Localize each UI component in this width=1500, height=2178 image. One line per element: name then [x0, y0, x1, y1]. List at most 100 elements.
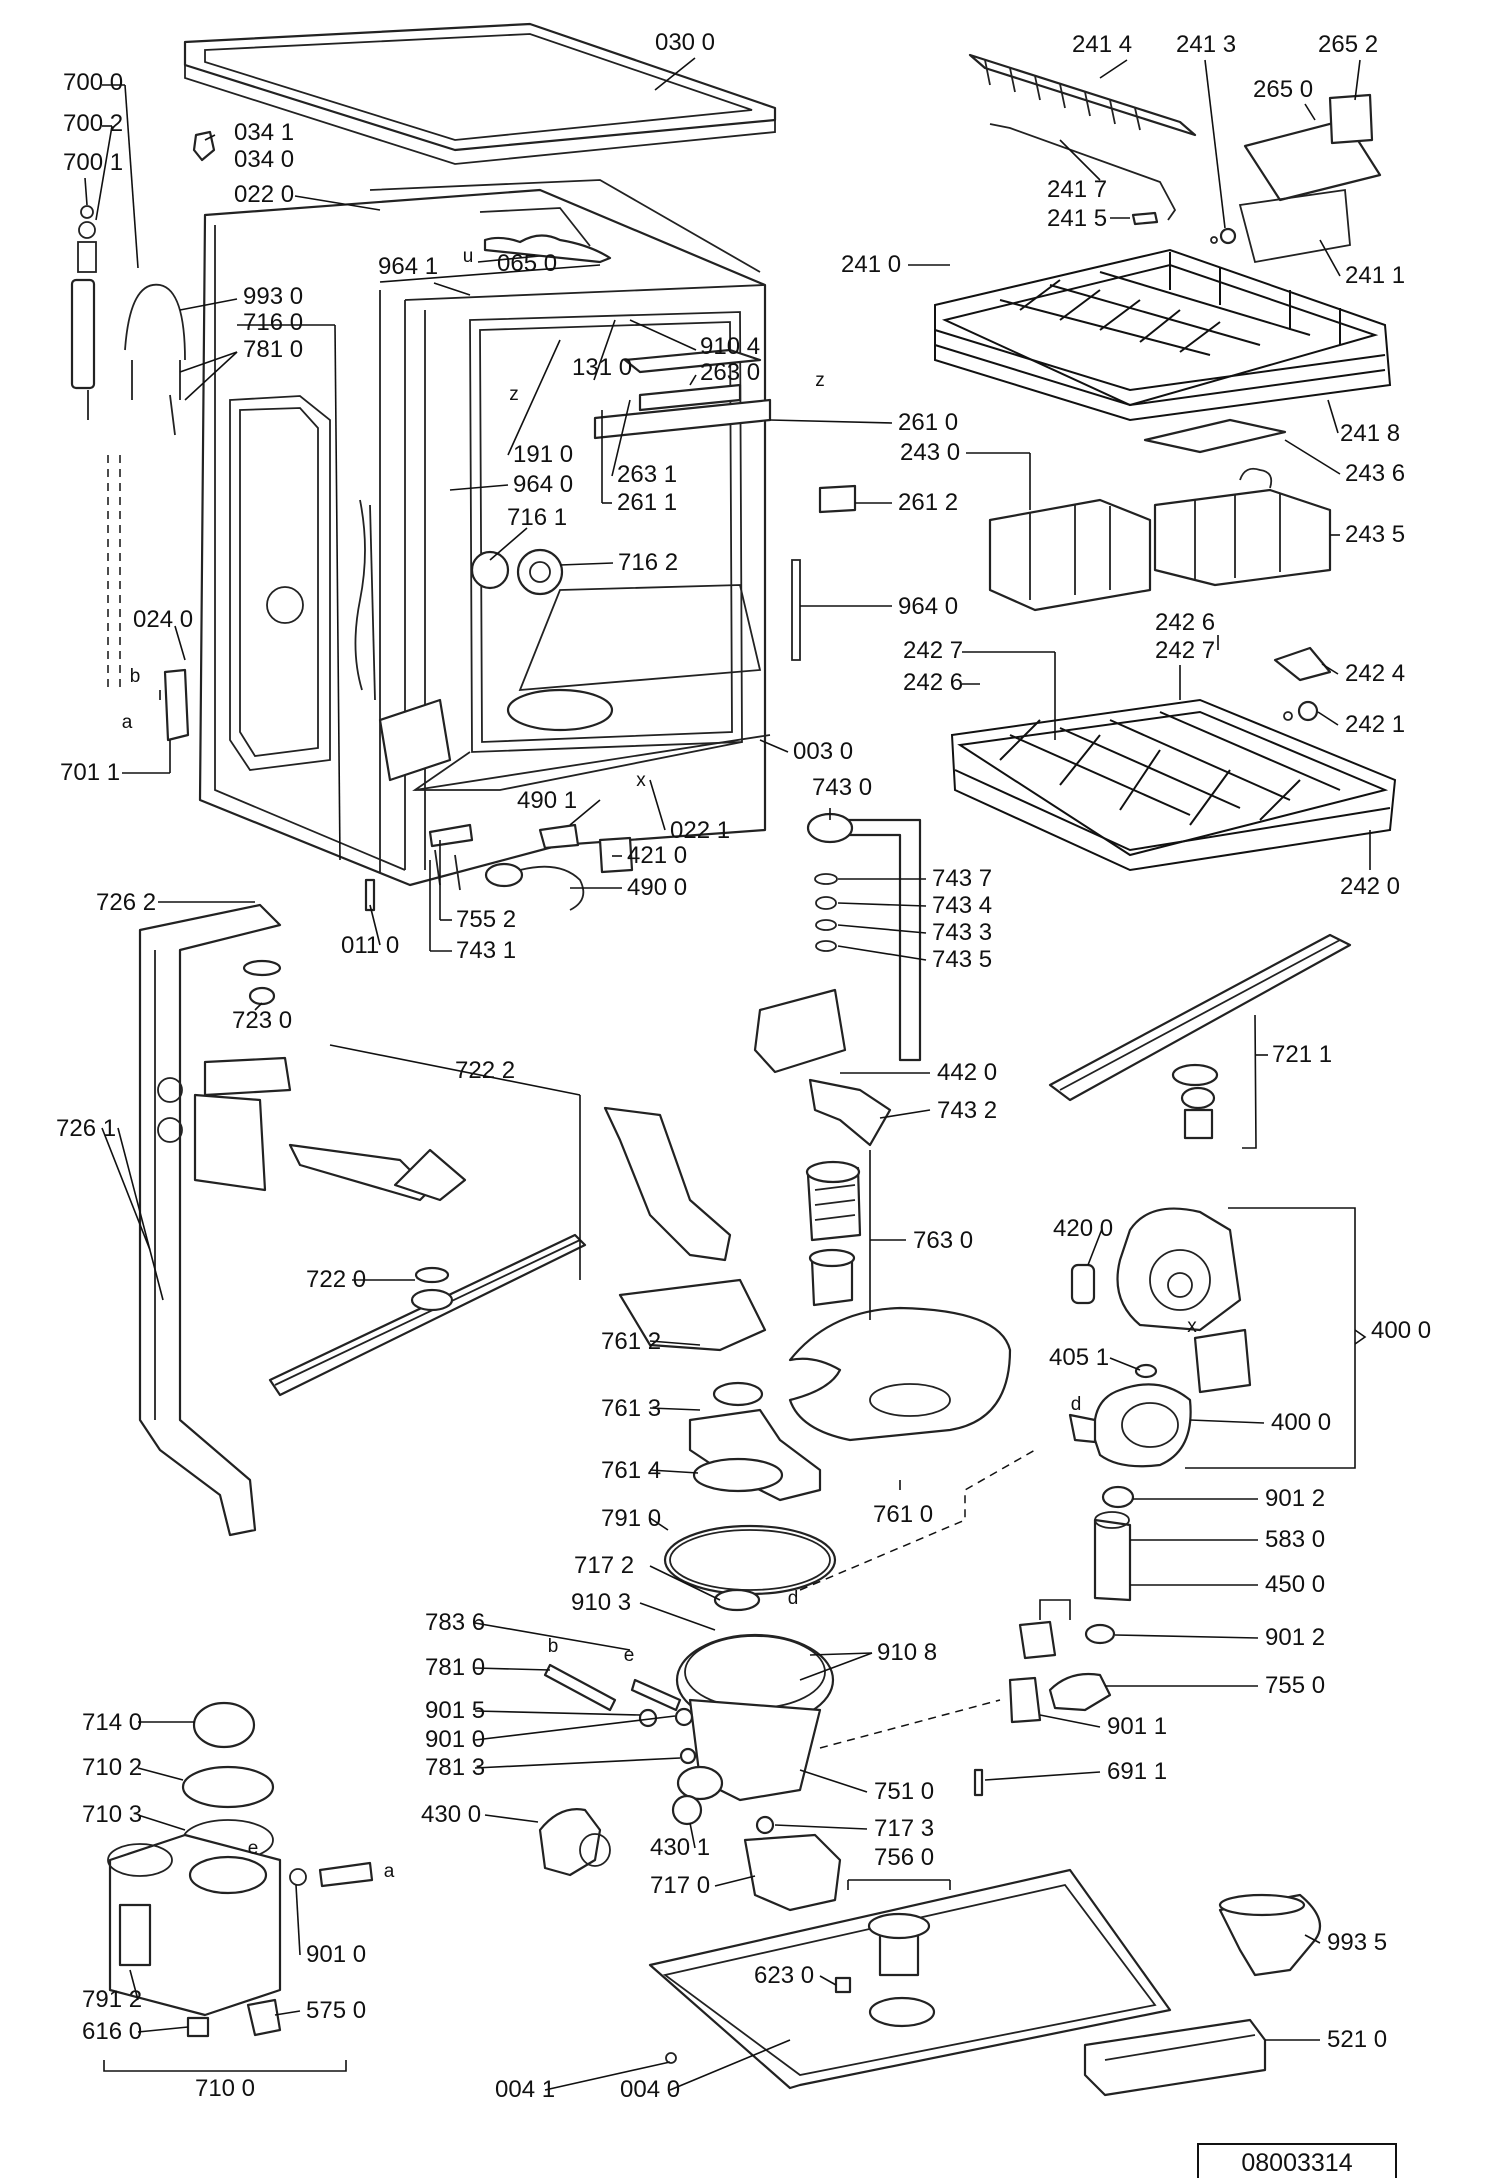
part-callout-c-7912: 791 2: [82, 1986, 142, 2013]
part-callout-c-7002: 700 2: [63, 110, 123, 137]
part-callout-c-6911: 691 1: [1107, 1758, 1167, 1785]
tine-insert-part: [968, 53, 1382, 264]
part-callout-c-0041: 004 1: [495, 2076, 555, 2103]
part-callout-c-7140: 714 0: [82, 1709, 142, 1736]
part-callout-c-2415: 241 5: [1047, 205, 1107, 232]
part-callout-c-0030: 003 0: [793, 738, 853, 765]
part-callout-c-7211: 721 1: [1272, 1041, 1332, 1068]
part-callout-c-9015: 901 5: [425, 1697, 485, 1724]
part-callout-c-4051: 405 1: [1049, 1344, 1109, 1371]
part-callout-c-4000b: 400 0: [1271, 1409, 1331, 1436]
part-callout-c-9012a: 901 2: [1265, 1485, 1325, 1512]
part-callout-c-4210: 421 0: [627, 842, 687, 869]
part-callout-c-2652: 265 2: [1318, 31, 1378, 58]
part-callout-c-9640b: 964 0: [898, 593, 958, 620]
part-callout-c-9930: 993 0: [243, 283, 303, 310]
part-callout-c-7836: 783 6: [425, 1609, 485, 1636]
part-callout-c-4900: 490 0: [627, 874, 687, 901]
part-callout-c-0040: 004 0: [620, 2076, 680, 2103]
part-callout-c-2612: 261 2: [898, 489, 958, 516]
part-callout-c-9641a: 964 1: [378, 253, 438, 280]
part-callout-c-7434: 743 4: [932, 892, 992, 919]
part-callout-c-0340: 034 0: [234, 146, 294, 173]
cutlery-basket-part: [988, 418, 1332, 612]
part-callout-c-7173: 717 3: [874, 1815, 934, 1842]
part-callout-c-7261: 726 1: [56, 1115, 116, 1142]
part-callout-c-0220: 022 0: [234, 181, 294, 208]
part-callout-c-7435: 743 5: [932, 946, 992, 973]
part-callout-c-7000: 700 0: [63, 69, 123, 96]
part-callout-c-9010b: 901 0: [306, 1941, 366, 1968]
part-callout-c-6230: 623 0: [754, 1962, 814, 1989]
part-callout-c-7100: 710 0: [195, 2075, 255, 2102]
part-callout-c-2411: 241 1: [1345, 262, 1405, 289]
part-callout-c-9103: 910 3: [571, 1589, 631, 1616]
part-callout-c-0221: 022 1: [670, 817, 730, 844]
part-callout-c-1910: 191 0: [513, 441, 573, 468]
part-callout-c-7610: 761 0: [873, 1501, 933, 1528]
part-callout-c-9012b: 901 2: [1265, 1624, 1325, 1651]
part-callout-c-7430: 743 0: [812, 774, 872, 801]
part-callout-c-9108: 910 8: [877, 1639, 937, 1666]
part-callout-c-2430: 243 0: [900, 439, 960, 466]
part-callout-c-7560: 756 0: [874, 1844, 934, 1871]
part-callout-c-7230: 723 0: [232, 1007, 292, 1034]
part-callout-c-9104: 910 4: [700, 333, 760, 360]
part-callout-c-2414: 241 4: [1072, 31, 1132, 58]
part-callout-c-2650: 265 0: [1253, 76, 1313, 103]
worktop-part: [183, 22, 777, 165]
heater-hose-part: [973, 1485, 1135, 1797]
part-callout-c-0240: 024 0: [133, 606, 193, 633]
part-callout-c-2421: 242 1: [1345, 711, 1405, 738]
funnel-part: [1218, 1893, 1322, 1977]
filter-part: [618, 1160, 1012, 1596]
part-callout-c-4901: 490 1: [517, 787, 577, 814]
part-callout-c-7222: 722 2: [455, 1057, 515, 1084]
part-callout-c-2610: 261 0: [898, 409, 958, 436]
top-left-small-parts: [70, 130, 216, 742]
part-callout-c-2611: 261 1: [617, 489, 677, 516]
water-softener-part: [103, 1701, 374, 2072]
connection-mark-m-e1: e: [624, 1645, 635, 1666]
part-callout-c-7011: 701 1: [60, 759, 120, 786]
part-callout-c-4420: 442 0: [937, 1059, 997, 1086]
part-callout-c-0650: 065 0: [497, 250, 557, 277]
base-tray-part: [648, 1868, 1172, 2090]
connection-mark-m-a1: a: [122, 712, 133, 733]
part-callout-c-7630: 763 0: [913, 1227, 973, 1254]
part-callout-c-5830: 583 0: [1265, 1526, 1325, 1553]
connection-mark-m-d1: d: [1071, 1394, 1082, 1415]
part-callout-c-9640a: 964 0: [513, 471, 573, 498]
part-callout-c-7220: 722 0: [306, 1266, 366, 1293]
connection-mark-m-b1: b: [130, 666, 141, 687]
part-callout-c-4301: 430 1: [650, 1834, 710, 1861]
connection-mark-m-x1: x: [636, 770, 646, 791]
part-callout-c-7614: 761 4: [601, 1457, 661, 1484]
part-callout-c-9010: 901 0: [425, 1726, 485, 1753]
part-callout-c-7001: 700 1: [63, 149, 123, 176]
part-callout-c-7162: 716 2: [618, 549, 678, 576]
part-callout-c-9011: 901 1: [1107, 1713, 1167, 1740]
part-callout-c-0341: 034 1: [234, 119, 294, 146]
part-callout-c-7810b: 781 0: [425, 1654, 485, 1681]
kickplate-part: [1083, 2018, 1267, 2097]
part-callout-c-2413: 241 3: [1176, 31, 1236, 58]
part-callout-c-7172: 717 2: [574, 1552, 634, 1579]
part-callout-c-7433: 743 3: [932, 919, 992, 946]
part-callout-c-7613: 761 3: [601, 1395, 661, 1422]
part-callout-c-4300: 430 0: [421, 1801, 481, 1828]
part-callout-c-7437: 743 7: [932, 865, 992, 892]
part-callout-c-7170: 717 0: [650, 1872, 710, 1899]
part-callout-c-7103: 710 3: [82, 1801, 142, 1828]
lower-rack-part: [950, 646, 1397, 872]
part-callout-c-7160: 716 0: [243, 309, 303, 336]
connection-mark-m-u: u: [463, 246, 474, 267]
upper-rack-part: [934, 248, 1392, 422]
document-number: 08003314: [1241, 2149, 1352, 2177]
part-callout-c-2435: 243 5: [1345, 521, 1405, 548]
part-callout-c-7910: 791 0: [601, 1505, 661, 1532]
part-callout-c-4000a: 400 0: [1371, 1317, 1431, 1344]
